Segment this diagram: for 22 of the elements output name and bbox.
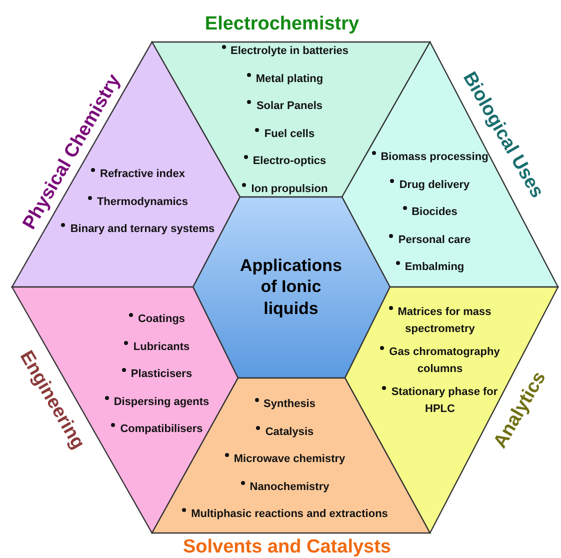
- bullet-item: Microwave chemistry: [170, 451, 400, 468]
- bullet-item: Stationary phase for HPLC: [372, 384, 508, 417]
- bullet-item: Lubricants: [92, 338, 222, 355]
- bullet-item: Matrices for mass spectrometry: [372, 304, 508, 337]
- bullet-item: Personal care: [365, 232, 495, 248]
- center-title: Applications of Ionic liquids: [240, 255, 342, 319]
- bullet-item: Coatings: [92, 311, 222, 328]
- segment-heading: Solvents and Catalysts: [182, 538, 392, 556]
- bullet-item: Metal plating: [200, 70, 370, 87]
- bullet-item: Plasticisers: [92, 366, 222, 382]
- bullet-item: Binary and ternary systems: [53, 221, 223, 238]
- segment-heading: Electrochemistry: [204, 14, 360, 34]
- bullet-item: Multiphasic reactions and extractions: [170, 506, 400, 522]
- bullet-item: Solar Panels: [200, 98, 370, 114]
- bullet-item: Nanochemistry: [170, 478, 400, 495]
- bullet-item: Electrolyte in batteries: [200, 43, 370, 60]
- bullet-item: Biocides: [365, 204, 495, 220]
- bullet-item: Biomass processing: [365, 149, 495, 166]
- bullet-item: Gas chromatography columns: [372, 344, 508, 377]
- bullet-item: Drug delivery: [365, 176, 495, 193]
- bullet-item: Thermodynamics: [53, 194, 223, 210]
- bullet-item: Dispersing agents: [92, 394, 222, 410]
